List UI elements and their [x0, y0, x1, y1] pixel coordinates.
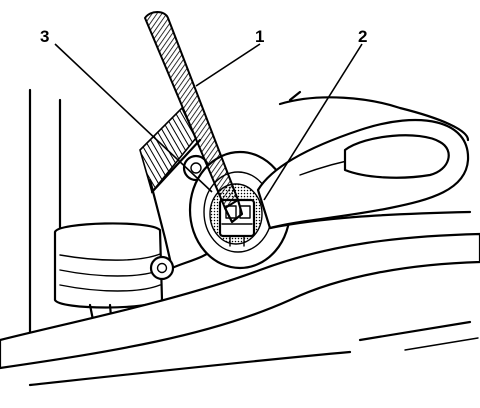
callout-1: 1 [255, 27, 264, 46]
callout-2: 2 [358, 27, 367, 46]
mounting-bolt-lower [149, 255, 175, 281]
axle-beam [0, 232, 480, 387]
leader-line-2 [263, 43, 363, 201]
leader-line-3 [54, 43, 213, 193]
shock-absorber [28, 88, 164, 347]
lower-control-arm [256, 90, 472, 230]
leader-lines [54, 43, 363, 201]
leader-line-1 [195, 43, 261, 87]
pry-bar-tool [143, 11, 244, 224]
callout-3: 3 [40, 27, 49, 46]
